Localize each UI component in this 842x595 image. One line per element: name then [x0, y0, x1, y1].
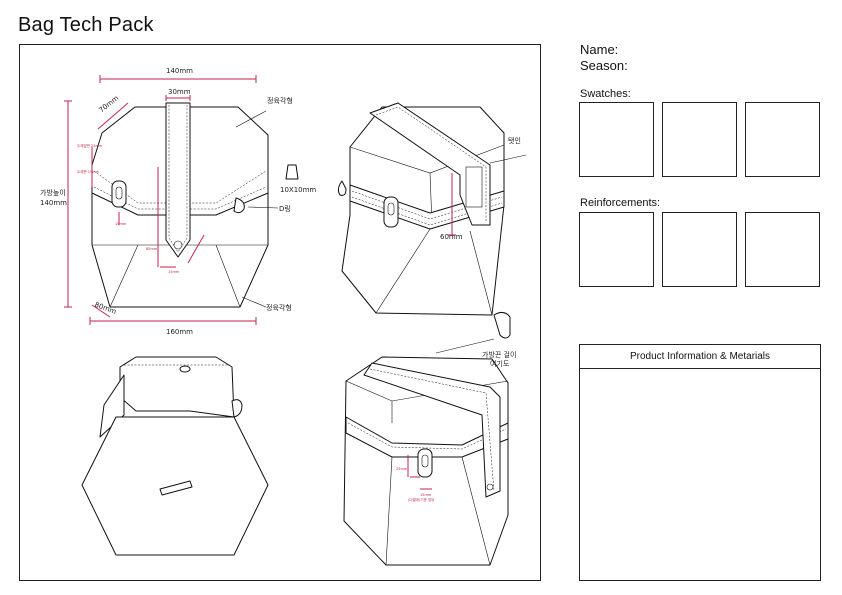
small-note-7: 15mm: [420, 493, 432, 497]
dim-height-line1: 가방높이: [40, 188, 66, 197]
label-d-ring: D링: [279, 205, 291, 213]
back-three-quarter-view: 25mm 15mm (더짧게)기준 앞뒤 가방끈 걸이 여기도: [343, 311, 516, 566]
name-label: Name:: [580, 42, 619, 57]
small-note-1: 두께앞판 25mm: [77, 143, 103, 148]
product-information-header: Product Information & Metarials: [580, 345, 820, 369]
product-information-body[interactable]: [580, 369, 820, 581]
small-note-4: 85mm: [146, 247, 158, 251]
reinforcement-box-1[interactable]: [579, 212, 654, 287]
swatches-label: Swatches:: [580, 88, 631, 100]
dim-height-line2: 140mm: [40, 199, 67, 207]
dim-front-height: 60mm: [440, 233, 463, 241]
small-note-6: 25mm: [396, 467, 408, 471]
label-hook-line1: 가방끈 걸이: [482, 350, 516, 359]
three-quarter-view: 60mm 탯인: [337, 102, 527, 316]
season-label: Season:: [580, 58, 628, 73]
front-dimension-view: 140mm 30mm 70mm 가방높이 140mm 80mm 160mm 두께…: [40, 67, 316, 336]
page-title: Bag Tech Pack: [18, 14, 154, 36]
dim-side-depth: 70mm: [98, 94, 121, 114]
label-tab: 탯인: [508, 136, 521, 145]
bottom-view: [81, 356, 269, 556]
swatch-box-1[interactable]: [579, 102, 654, 177]
reinforcements-label: Reinforcements:: [580, 197, 661, 209]
label-clip-size: 10X10mm: [280, 186, 316, 194]
reinforcement-box-3[interactable]: [745, 212, 820, 287]
label-hook-line2: 여기도: [490, 359, 510, 368]
technical-drawing-area: 140mm 30mm 70mm 가방높이 140mm 80mm 160mm 두께…: [19, 44, 541, 581]
dim-strap-width: 30mm: [168, 88, 191, 96]
dim-bottom-width: 160mm: [166, 328, 193, 336]
small-note-5: 15mm: [168, 270, 180, 274]
swatch-box-2[interactable]: [662, 102, 737, 177]
reinforcement-box-2[interactable]: [662, 212, 737, 287]
small-note-3: 15mm: [115, 222, 127, 226]
label-hex-top: 정육각형: [267, 96, 293, 105]
small-note-9: (더짧게)기준 앞뒤: [408, 497, 434, 502]
dim-top-width: 140mm: [166, 67, 193, 75]
bag-technical-drawings: 140mm 30mm 70mm 가방높이 140mm 80mm 160mm 두께…: [40, 67, 527, 566]
label-hex-bottom: 정육각형: [266, 303, 292, 312]
product-information-panel: Product Information & Metarials: [579, 344, 821, 581]
swatch-box-3[interactable]: [745, 102, 820, 177]
small-note-2: 두께판 15mm: [77, 169, 100, 174]
